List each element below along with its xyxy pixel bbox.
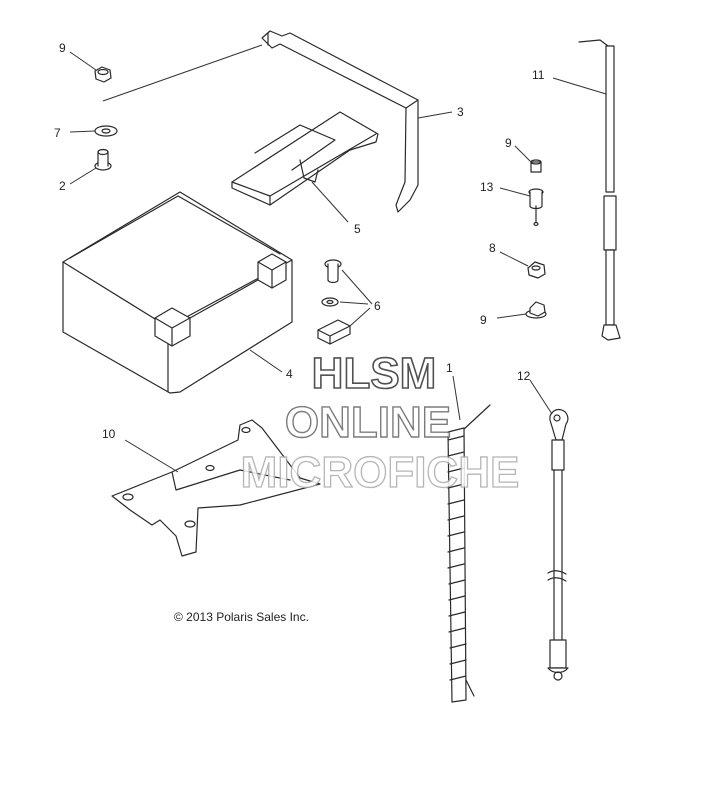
part-9-spacer [514,145,542,173]
part-8-nut [499,251,546,279]
part-6-hardware [317,259,373,345]
part-9-flange-nut [496,301,547,319]
part-13-pin [499,187,544,227]
callout-6: 6 [374,299,381,313]
callout-9-top-left: 9 [59,41,66,55]
callout-5: 5 [354,222,361,236]
part-1-cable [447,375,491,703]
callout-8: 8 [489,241,496,255]
callout-2: 2 [59,179,66,193]
part-4-battery [62,191,293,394]
callout-4: 4 [286,367,293,381]
callout-1: 1 [446,361,453,375]
part-12-ground-cable [529,379,569,681]
watermark-line-1: HLSM [312,349,437,398]
callout-7: 7 [54,126,61,140]
callout-12: 12 [517,369,531,383]
watermark-line-2: ONLINE [285,398,451,447]
part-5-hold-plate [231,111,379,223]
callout-9-spacer: 9 [505,136,512,150]
callout-3: 3 [457,105,464,119]
callout-13: 13 [480,180,494,194]
part-11-rod [552,39,621,341]
part-9-nut [69,51,112,83]
part-10-tray-bracket [111,419,321,557]
callout-9-flange-nut: 9 [480,313,487,327]
watermark: HLSM ONLINE MICROFICHE [240,348,520,497]
part-7-washer [69,125,118,137]
part-2-bolt [69,148,112,185]
callout-10: 10 [102,427,116,441]
callout-11: 11 [532,68,545,82]
watermark-line-3: MICROFICHE [241,448,520,497]
part-3-bracket [102,30,453,213]
copyright-notice: © 2013 Polaris Sales Inc. [174,610,309,624]
